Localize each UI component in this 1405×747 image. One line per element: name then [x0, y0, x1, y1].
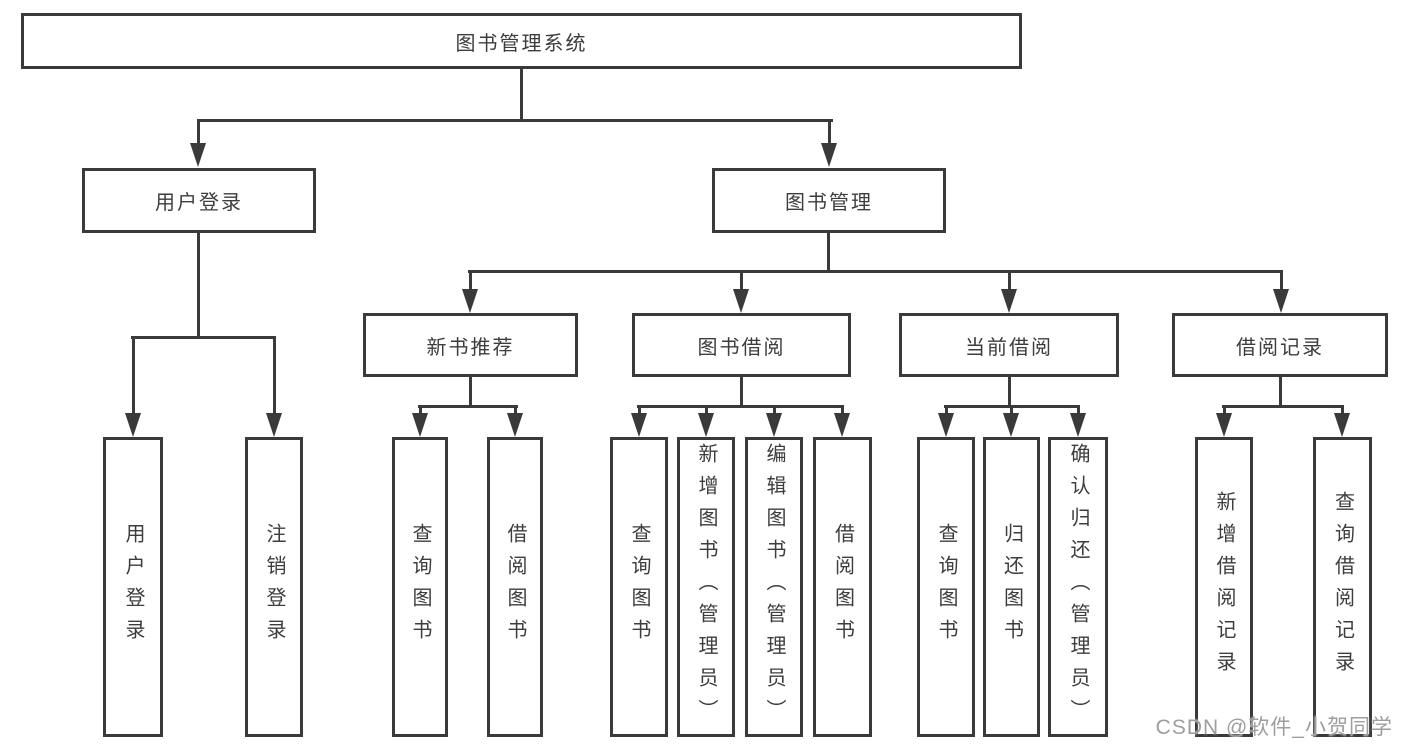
leaf-borrow-books-borrow: 借阅图书: [813, 437, 872, 737]
arrow-to-leaf-logout: [266, 413, 282, 437]
connector-stem: [638, 405, 641, 415]
connector-stem: [773, 405, 776, 415]
connector-root-hline: [197, 119, 833, 122]
leaf-edit-book-admin: 编辑图书（管理员）: [745, 437, 803, 737]
arrow-to-leaf-add-book: [698, 413, 714, 437]
connector-stem: [1223, 405, 1226, 415]
connector-book-management-stem: [827, 233, 830, 273]
leaf-confirm-return-admin: 确认归还（管理员）: [1048, 437, 1108, 737]
connector-to-leaf-user-login-stem: [132, 336, 135, 415]
leaf-query-books-recommend: 查询图书: [392, 437, 448, 737]
connector-current-borrow-stem2: [1008, 377, 1011, 407]
arrow-to-leaf-edit-book: [766, 413, 782, 437]
connector-to-leaf-logout-stem: [273, 336, 276, 415]
connector-to-book-management-stem: [828, 119, 831, 146]
arrow-to-leaf-query-books-1: [412, 413, 428, 437]
connector-to-borrow-records-stem: [1280, 270, 1283, 292]
connector-book-management-hline: [468, 270, 1283, 273]
arrow-to-leaf-user-login: [125, 413, 141, 437]
node-book-management: 图书管理: [712, 168, 946, 233]
node-new-book-recommend: 新书推荐: [363, 313, 578, 377]
arrow-to-borrow-records: [1273, 289, 1289, 313]
leaf-add-borrow-record: 新增借阅记录: [1195, 437, 1253, 737]
node-borrow-records: 借阅记录: [1172, 313, 1388, 377]
node-book-borrow: 图书借阅: [632, 313, 851, 377]
connector-user-login-stem: [197, 233, 200, 338]
connector-stem: [945, 405, 948, 415]
connector-stem: [705, 405, 708, 415]
connector-to-new-book-stem: [469, 270, 472, 292]
connector-root-stem: [520, 69, 523, 122]
leaf-return-book: 归还图书: [983, 437, 1040, 737]
leaf-logout: 注销登录: [245, 437, 303, 737]
connector-stem: [841, 405, 844, 415]
arrow-to-user-login: [190, 143, 206, 167]
arrow-to-current-borrow: [1001, 289, 1017, 313]
connector-to-book-borrow-stem: [740, 270, 743, 292]
node-current-borrow: 当前借阅: [899, 313, 1119, 377]
arrow-to-leaf-query-books-3: [938, 413, 954, 437]
connector-new-book-stem: [469, 377, 472, 407]
connector-stem: [1077, 405, 1080, 415]
connector-borrow-records-stem2: [1279, 377, 1282, 407]
arrow-to-leaf-return-book: [1003, 413, 1019, 437]
arrow-to-leaf-query-books-2: [631, 413, 647, 437]
connector-user-login-hline: [131, 336, 276, 339]
leaf-query-books-current: 查询图书: [917, 437, 975, 737]
leaf-add-book-admin: 新增图书（管理员）: [677, 437, 735, 737]
connector-stem: [419, 405, 422, 415]
leaf-borrow-books-recommend: 借阅图书: [487, 437, 543, 737]
connector-book-borrow-stem2: [740, 377, 743, 407]
csdn-watermark: CSDN @软件_小贺同学: [1155, 716, 1393, 739]
arrow-to-new-book-recommend: [462, 289, 478, 313]
connector-book-borrow-hline: [637, 405, 844, 408]
leaf-query-books-borrow: 查询图书: [610, 437, 668, 737]
node-library-management-system: 图书管理系统: [21, 13, 1022, 69]
arrow-to-book-management: [821, 143, 837, 167]
leaf-query-borrow-record: 查询借阅记录: [1313, 437, 1372, 737]
arrow-to-leaf-borrow-books-2: [834, 413, 850, 437]
arrow-to-leaf-query-record: [1334, 413, 1350, 437]
arrow-to-leaf-confirm-return: [1070, 413, 1086, 437]
connector-to-current-borrow-stem: [1008, 270, 1011, 292]
connector-new-book-hline: [418, 405, 518, 408]
connector-to-user-login-stem: [197, 119, 200, 146]
connector-stem: [1341, 405, 1344, 415]
arrow-to-leaf-add-record: [1216, 413, 1232, 437]
connector-stem: [514, 405, 517, 415]
connector-stem: [1010, 405, 1013, 415]
arrow-to-leaf-borrow-books-1: [507, 413, 523, 437]
arrow-to-book-borrow: [733, 289, 749, 313]
leaf-user-login: 用户登录: [103, 437, 163, 737]
node-user-login: 用户登录: [82, 168, 316, 233]
connector-borrow-records-hline: [1222, 405, 1344, 408]
